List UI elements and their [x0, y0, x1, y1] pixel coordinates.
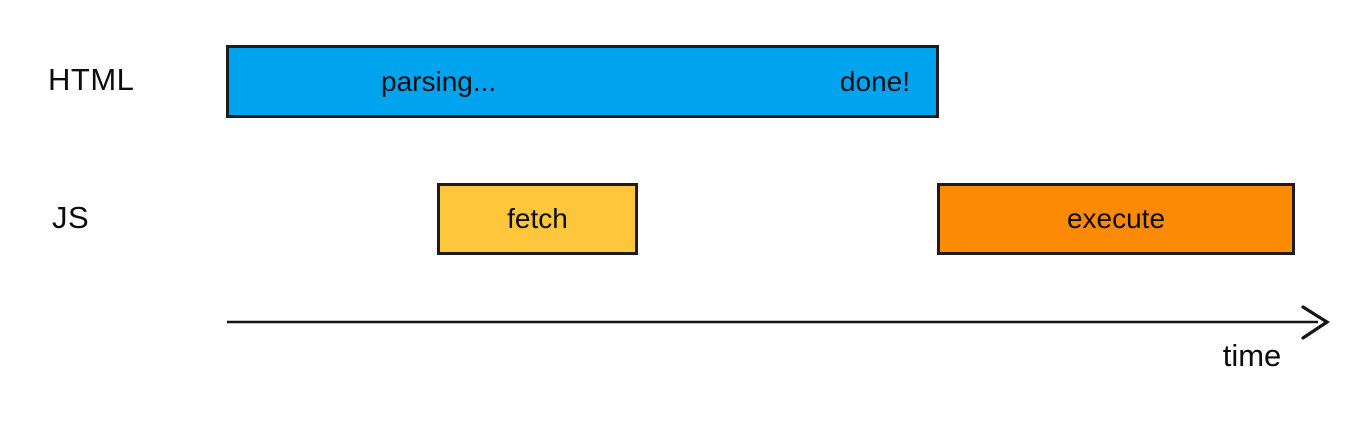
time-axis-label: time	[1222, 338, 1282, 373]
fetch-label: fetch	[507, 203, 568, 234]
parsing-label: parsing...	[381, 65, 497, 97]
parsing-bar: parsing... done!	[226, 45, 939, 118]
arrowhead-icon	[1301, 305, 1330, 340]
fetch-bar: fetch	[437, 183, 638, 255]
done-label: done!	[839, 65, 910, 97]
row-label-js: JS	[52, 200, 90, 235]
time-axis-arrow	[227, 305, 1330, 340]
execute-label: execute	[1066, 203, 1166, 234]
execute-bar: execute	[937, 183, 1295, 255]
row-label-html: HTML	[48, 62, 135, 97]
